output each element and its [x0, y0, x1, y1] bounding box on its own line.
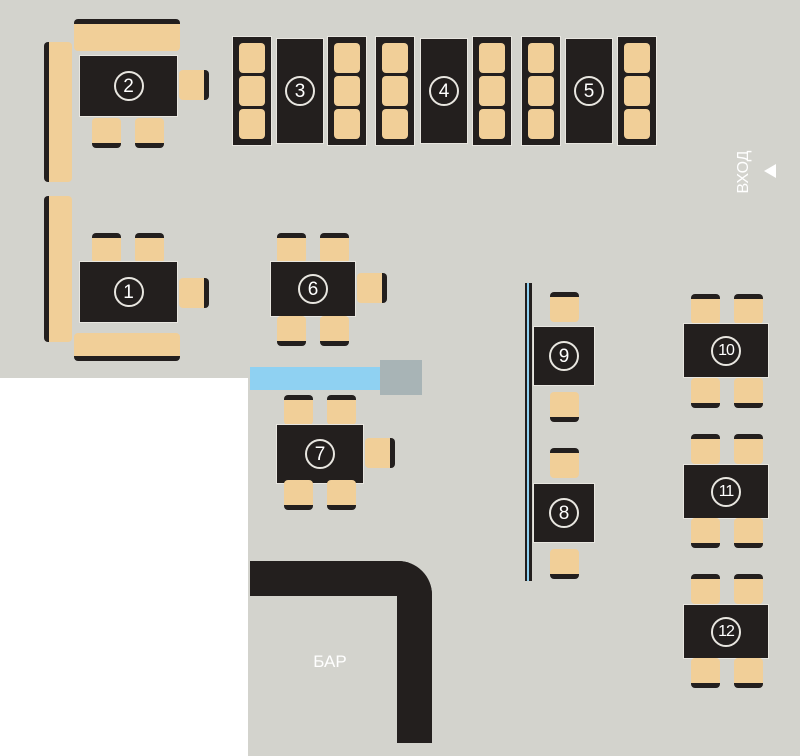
table-number: 5 [574, 76, 604, 106]
chair [734, 574, 763, 604]
chair [92, 233, 121, 263]
table-7[interactable]: 7 [276, 424, 364, 484]
bar-label: БАР [313, 652, 347, 671]
chair [179, 278, 209, 308]
table-1[interactable]: 1 [79, 261, 178, 323]
table-6[interactable]: 6 [270, 261, 356, 317]
table-number: 2 [113, 71, 144, 101]
chair [135, 233, 164, 263]
glass-partition [527, 283, 529, 581]
table-number: 8 [549, 498, 579, 528]
table-8[interactable]: 8 [533, 483, 595, 543]
table-9[interactable]: 9 [533, 326, 595, 386]
chair [327, 480, 356, 510]
table-5[interactable]: 5 [565, 38, 613, 144]
chair [365, 438, 395, 468]
chair [92, 118, 121, 148]
bench [375, 36, 415, 146]
table-number: 4 [429, 76, 459, 106]
table-2[interactable]: 2 [79, 55, 178, 117]
table-number: 3 [285, 76, 315, 106]
chair [277, 316, 306, 346]
bench [232, 36, 272, 146]
chair [320, 233, 349, 263]
table-number: 6 [298, 274, 328, 304]
column [380, 360, 422, 395]
sofa [44, 196, 72, 342]
table-number: 10 [711, 335, 741, 366]
chair [135, 118, 164, 148]
entrance-label: ВХОД [735, 150, 752, 194]
table-number: 1 [113, 277, 144, 307]
sofa [44, 42, 72, 182]
chair [179, 70, 209, 100]
bench [327, 36, 367, 146]
chair [691, 378, 720, 408]
table-number: 11 [711, 476, 741, 507]
chair [691, 294, 720, 324]
chair [550, 292, 579, 322]
chair [734, 294, 763, 324]
chair [691, 518, 720, 548]
chair [734, 518, 763, 548]
chair [327, 395, 356, 425]
table-number: 9 [549, 341, 579, 371]
table-11[interactable]: 11 [683, 464, 769, 519]
chair [550, 392, 579, 422]
chair [734, 378, 763, 408]
bench [521, 36, 561, 146]
chair [691, 434, 720, 464]
chair [277, 233, 306, 263]
sofa [74, 333, 180, 361]
chair [691, 658, 720, 688]
bench [617, 36, 657, 146]
chair [550, 549, 579, 579]
table-number: 12 [711, 616, 741, 647]
table-4[interactable]: 4 [420, 38, 468, 144]
table-12[interactable]: 12 [683, 604, 769, 659]
chair [550, 448, 579, 478]
bar-counter [250, 561, 432, 743]
chair [691, 574, 720, 604]
glass-partition [250, 367, 380, 390]
sofa [74, 19, 180, 51]
chair [284, 395, 313, 425]
triangle-left-icon [764, 164, 776, 178]
bench [472, 36, 512, 146]
outside-area [0, 378, 248, 756]
table-10[interactable]: 10 [683, 323, 769, 378]
chair [734, 658, 763, 688]
table-3[interactable]: 3 [276, 38, 324, 144]
table-number: 7 [305, 439, 335, 469]
chair [284, 480, 313, 510]
chair [357, 273, 387, 303]
chair [320, 316, 349, 346]
chair [734, 434, 763, 464]
